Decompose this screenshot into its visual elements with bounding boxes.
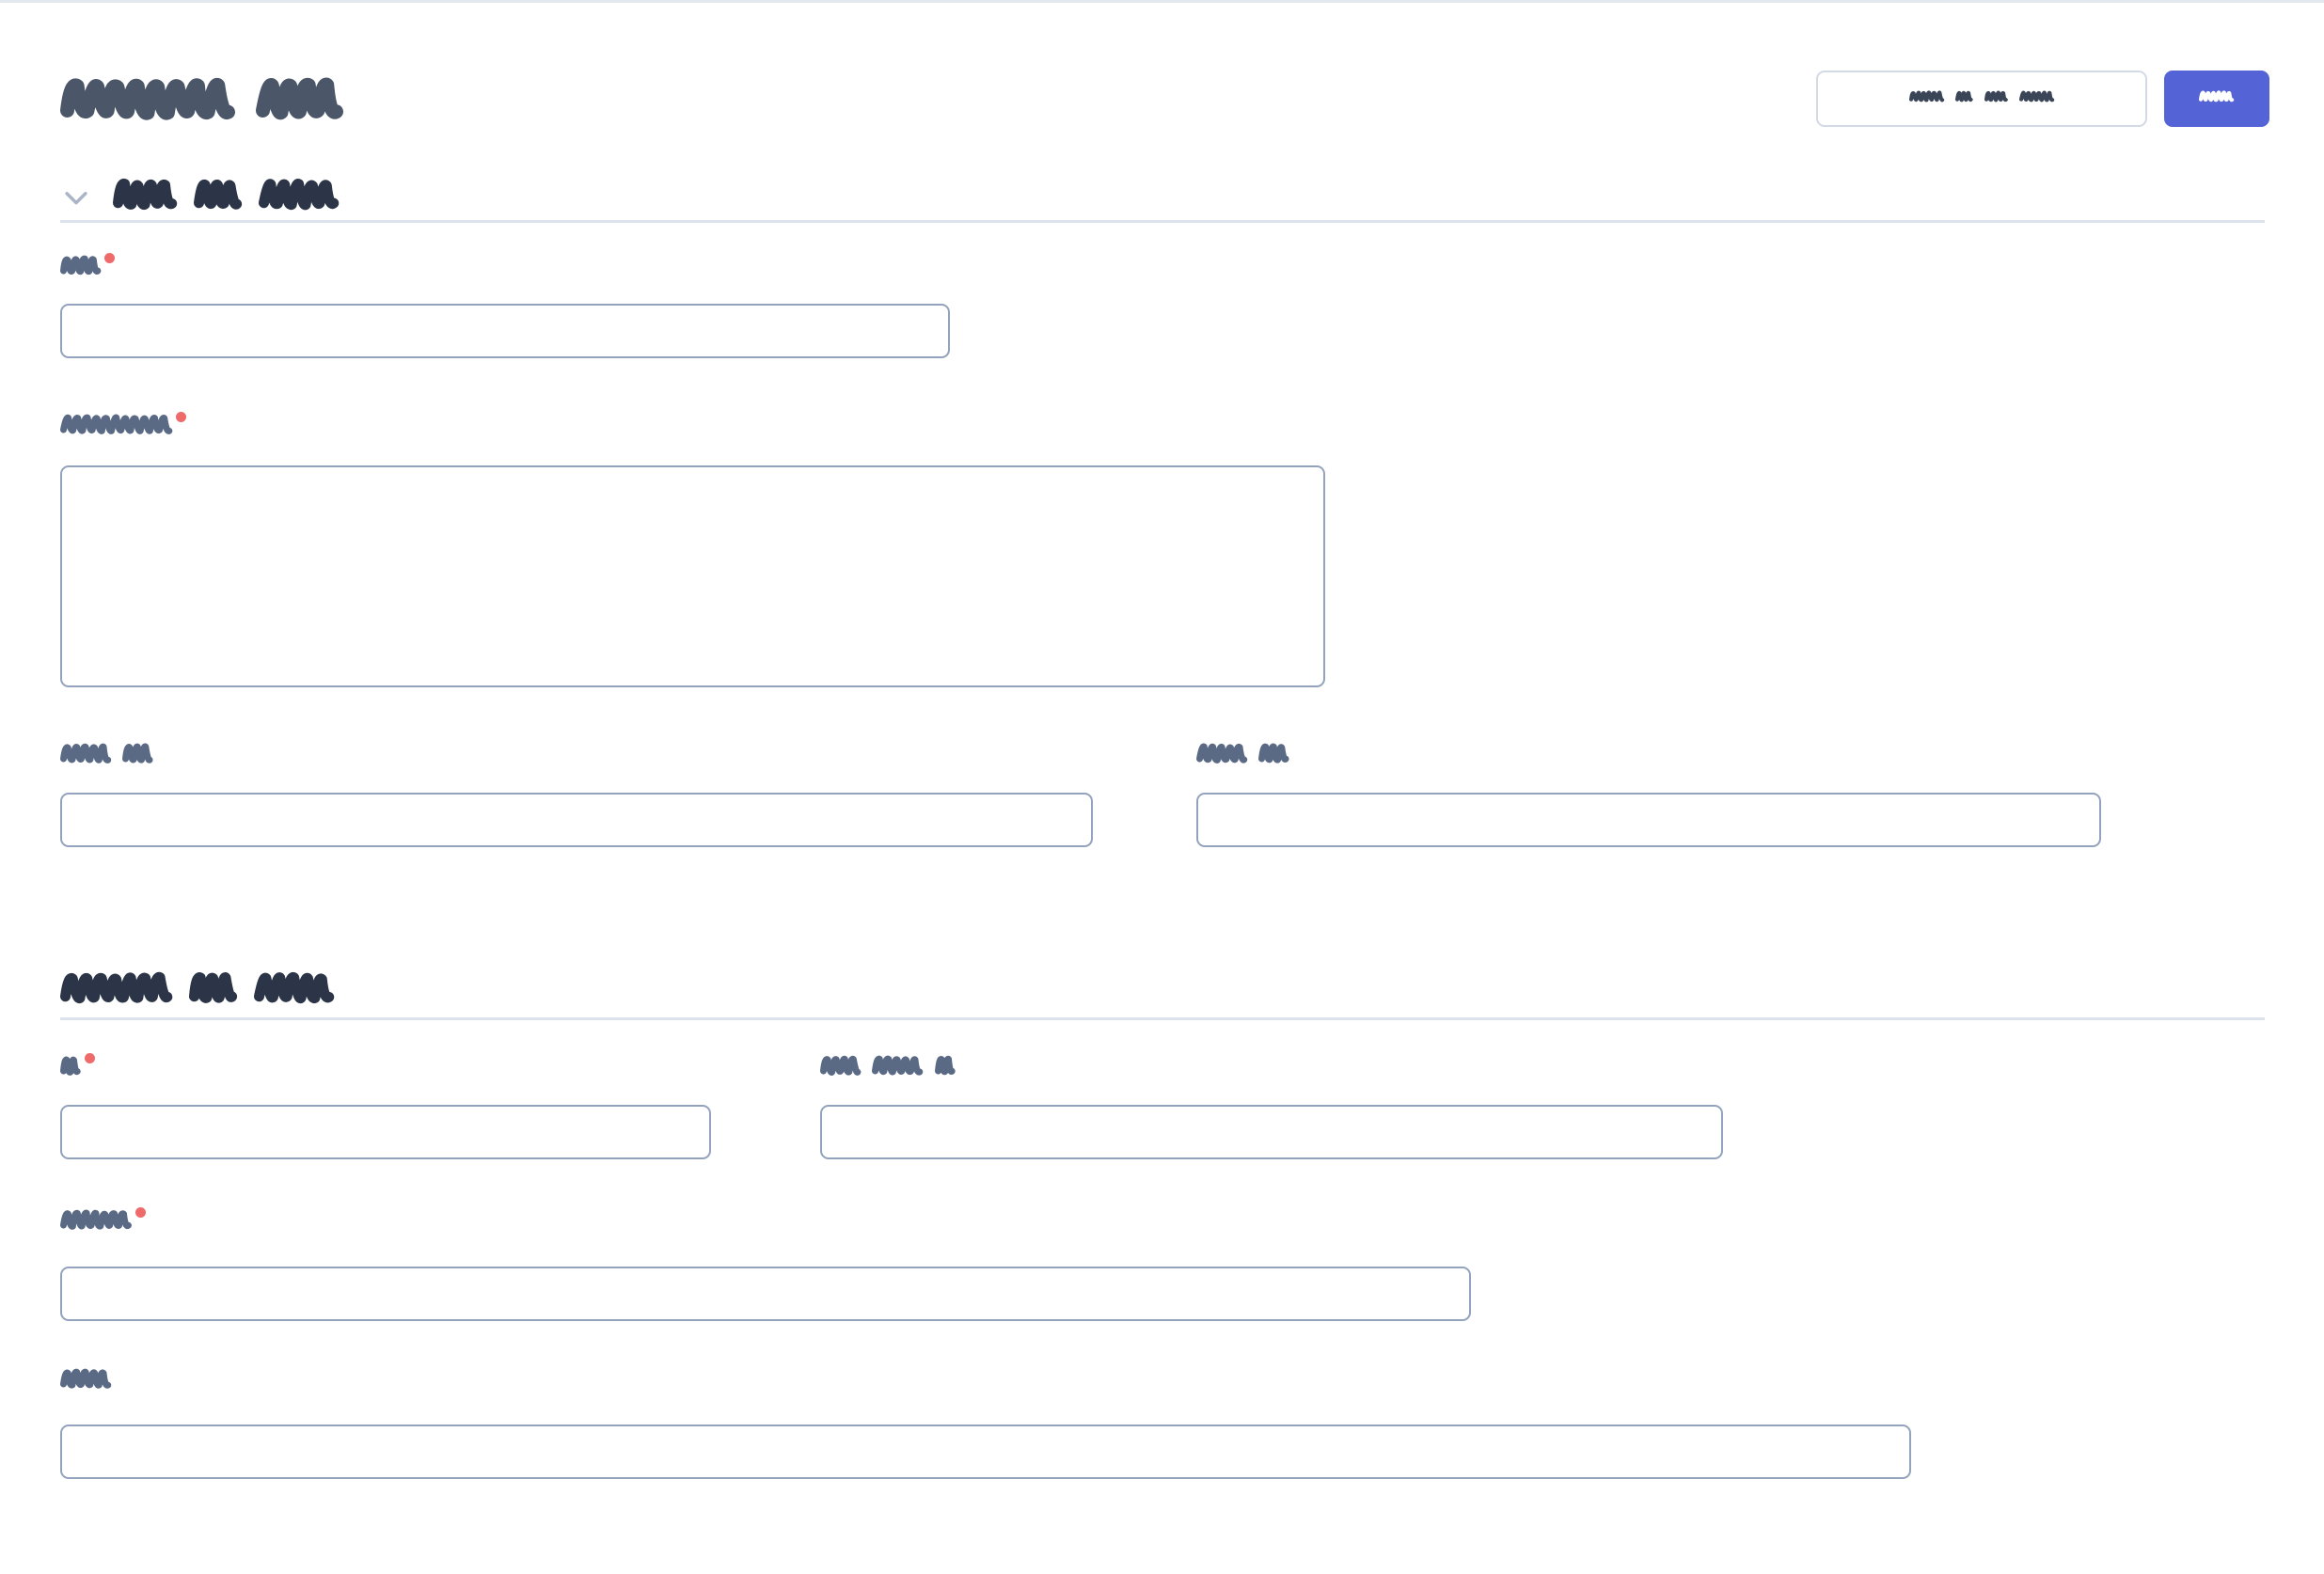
page-title xyxy=(60,76,343,120)
field-secondary-id-label xyxy=(820,1055,956,1077)
field-name-required-marker xyxy=(104,253,116,263)
section-general-heading[interactable] xyxy=(60,178,340,216)
primary-action-button[interactable] xyxy=(2164,71,2269,127)
field-notes-label xyxy=(60,1368,112,1390)
section-details-heading-text xyxy=(60,971,335,1009)
field-name-label xyxy=(60,253,116,276)
section-details-heading xyxy=(60,971,335,1010)
field-start-date-label xyxy=(60,743,153,764)
field-id-input[interactable] xyxy=(60,1105,711,1159)
primary-action-button-label xyxy=(2199,90,2235,107)
field-id-required-marker xyxy=(84,1053,95,1063)
field-description-input[interactable] xyxy=(60,465,1325,687)
secondary-action-button-label xyxy=(1909,90,2054,107)
field-end-date-input[interactable] xyxy=(1196,793,2101,847)
chevron-down-icon xyxy=(65,191,87,205)
field-secondary-id-input[interactable] xyxy=(820,1105,1723,1159)
field-start-date-input[interactable] xyxy=(60,793,1093,847)
field-category-label xyxy=(60,1207,146,1231)
field-category-input[interactable] xyxy=(60,1267,1471,1321)
section-general-heading-text xyxy=(113,178,340,216)
secondary-action-button[interactable] xyxy=(1816,71,2147,127)
section-details-divider xyxy=(60,1017,2265,1020)
header-action-group xyxy=(1816,71,2269,127)
page-header xyxy=(0,3,2324,167)
section-general-divider xyxy=(60,220,2265,223)
field-description-required-marker xyxy=(176,412,187,422)
field-id-label xyxy=(60,1053,95,1077)
field-notes-input[interactable] xyxy=(60,1424,1911,1479)
field-end-date-label xyxy=(1196,743,1289,764)
field-name-input[interactable] xyxy=(60,304,950,358)
field-category-required-marker xyxy=(134,1207,146,1218)
field-description-label xyxy=(60,412,187,435)
